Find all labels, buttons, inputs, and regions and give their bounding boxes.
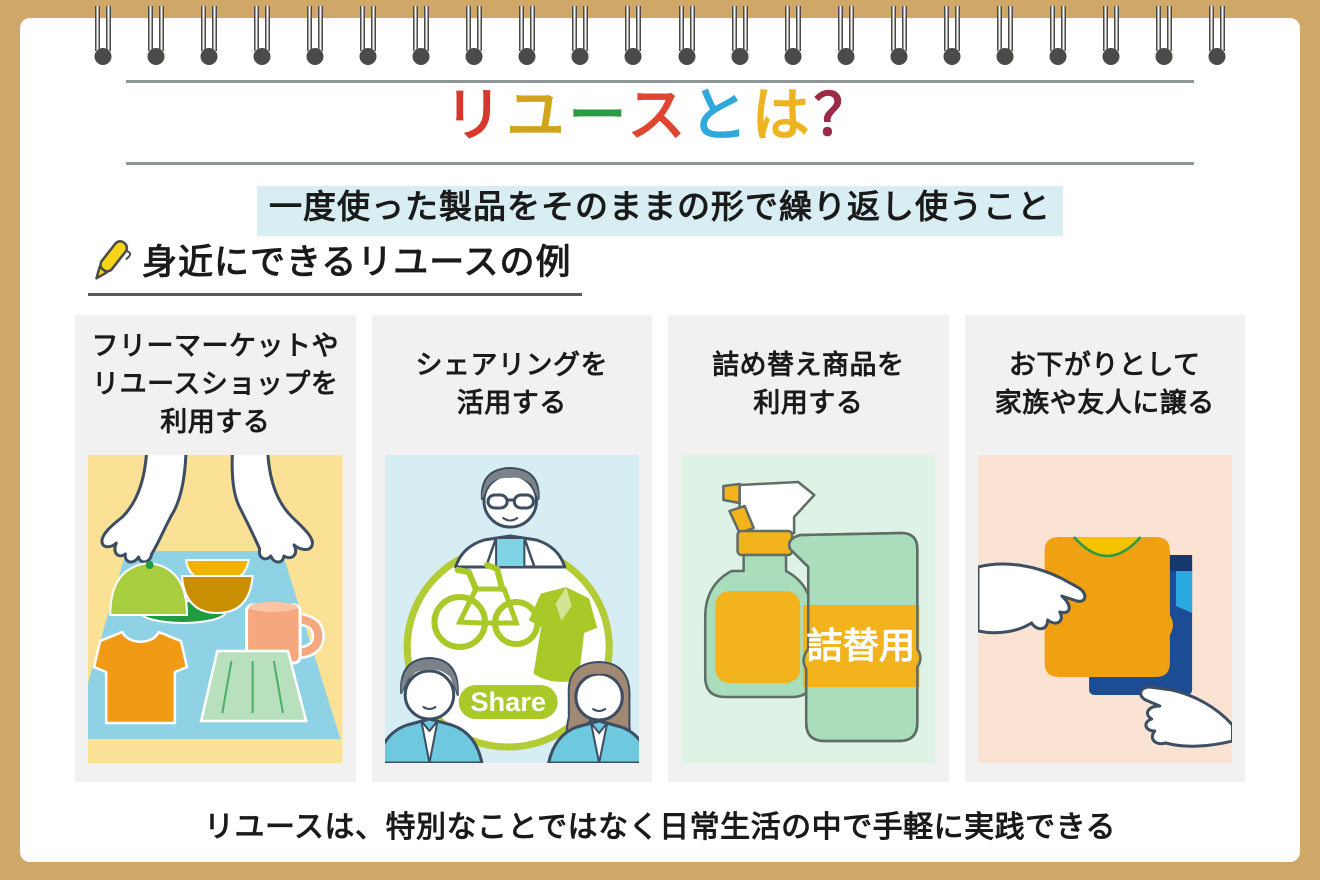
subtitle-highlighted: 一度使った製品をそのままの形で繰り返し使うこと (257, 178, 1063, 236)
binder-ring-icon (1155, 6, 1173, 70)
spray-bottle (703, 480, 816, 699)
title-rule-bottom (126, 162, 1194, 165)
title-char: ？ (813, 83, 876, 148)
binder-ring-icon (996, 6, 1014, 70)
binder-ring-icon (94, 6, 112, 70)
binder-ring-icon (306, 6, 324, 70)
binder-rings (94, 6, 1226, 70)
man-with-glasses (453, 467, 566, 569)
folded-orange-sweater (1044, 536, 1173, 677)
binder-ring-icon (1208, 6, 1226, 70)
binder-ring-icon (518, 6, 536, 70)
footer-conclusion: リユースは、特別なことではなく日常生活の中で手軽に実践できる (204, 811, 1116, 844)
pencil-icon (95, 240, 132, 280)
title-char: リ (444, 83, 507, 148)
binder-ring-icon (784, 6, 802, 70)
binder-ring-icon (412, 6, 430, 70)
giving-hand (977, 562, 1086, 635)
examples-row: フリーマーケットや リユースショップを 利用する (75, 315, 1245, 782)
card-sharing-title: シェアリングを 活用する (415, 350, 608, 418)
pouch-band (803, 605, 920, 687)
footer-row: リユースは、特別なことではなく日常生活の中で手軽に実践できる (0, 802, 1320, 846)
binder-ring-icon (571, 6, 589, 70)
binder-ring-icon (1102, 6, 1120, 70)
binder-ring-icon (624, 6, 642, 70)
bottle-label (715, 591, 801, 683)
card-hand-me-down-title: お下がりとして 家族や友人に譲る (994, 350, 1215, 418)
people-sharing-bike-and-jacket-illustration: Share (384, 455, 639, 763)
binder-ring-icon (837, 6, 855, 70)
spray-trigger (728, 504, 755, 535)
binder-ring-icon (465, 6, 483, 70)
refill-pouch: 詰替用 (787, 531, 922, 743)
title-char: ー (568, 83, 628, 148)
card-sharing: シェアリングを 活用する (371, 315, 652, 782)
subtitle-row: 一度使った製品をそのままの形で繰り返し使うこと (0, 178, 1320, 236)
share-badge (458, 685, 558, 719)
brown-bowl (180, 575, 254, 615)
binder-ring-icon (200, 6, 218, 70)
woman-bottom-right (546, 661, 639, 763)
spray-bottle-and-refill-pouch-illustration: 詰替用 (681, 455, 936, 763)
handing-over-folded-clothes-illustration (977, 455, 1232, 763)
card-hand-me-down: お下がりとして 家族や友人に譲る (964, 315, 1245, 782)
section-header: 身近にできるリユースの例 (88, 234, 582, 296)
bottle-collar (736, 529, 794, 557)
bicycle-icon (430, 562, 541, 650)
man-bottom-left (384, 657, 483, 763)
title-char: と (689, 83, 752, 148)
t-shirt (92, 630, 189, 725)
jacket-icon (528, 587, 597, 682)
refill-label-text: 詰替用 (806, 625, 915, 666)
binder-ring-icon (890, 6, 908, 70)
flea-market-items-with-hands-illustration (88, 455, 343, 763)
card-flea-market-title: フリーマーケットや リユースショップを 利用する (91, 331, 339, 437)
spray-nozzle (722, 482, 741, 505)
page-title: リユースとは？ (0, 84, 1320, 148)
binder-ring-icon (943, 6, 961, 70)
flea-market-illustration (88, 455, 343, 763)
reaching-hands (100, 455, 314, 564)
binder-ring-icon (678, 6, 696, 70)
section-heading: 身近にできるリユースの例 (142, 243, 572, 282)
binder-ring-icon (253, 6, 271, 70)
title-char: ス (627, 83, 690, 148)
title-char: は (751, 83, 814, 148)
share-badge-text: Share (470, 686, 546, 717)
card-flea-market: フリーマーケットや リユースショップを 利用する (75, 315, 356, 782)
binder-ring-icon (731, 6, 749, 70)
title-char: ユ (506, 83, 569, 148)
refill-illustration: 詰替用 (681, 455, 936, 763)
hand-me-down-illustration (977, 455, 1232, 763)
card-refill: 詰め替え商品を 利用する 詰替用 (668, 315, 949, 782)
sharing-illustration: Share (384, 455, 639, 763)
card-refill-title: 詰め替え商品を 利用する (712, 350, 905, 418)
folded-cloth (199, 649, 308, 723)
binder-ring-icon (147, 6, 165, 70)
receiving-hand (1138, 685, 1232, 748)
title-rule-top (126, 80, 1194, 83)
binder-ring-icon (359, 6, 377, 70)
binder-ring-icon (1049, 6, 1067, 70)
